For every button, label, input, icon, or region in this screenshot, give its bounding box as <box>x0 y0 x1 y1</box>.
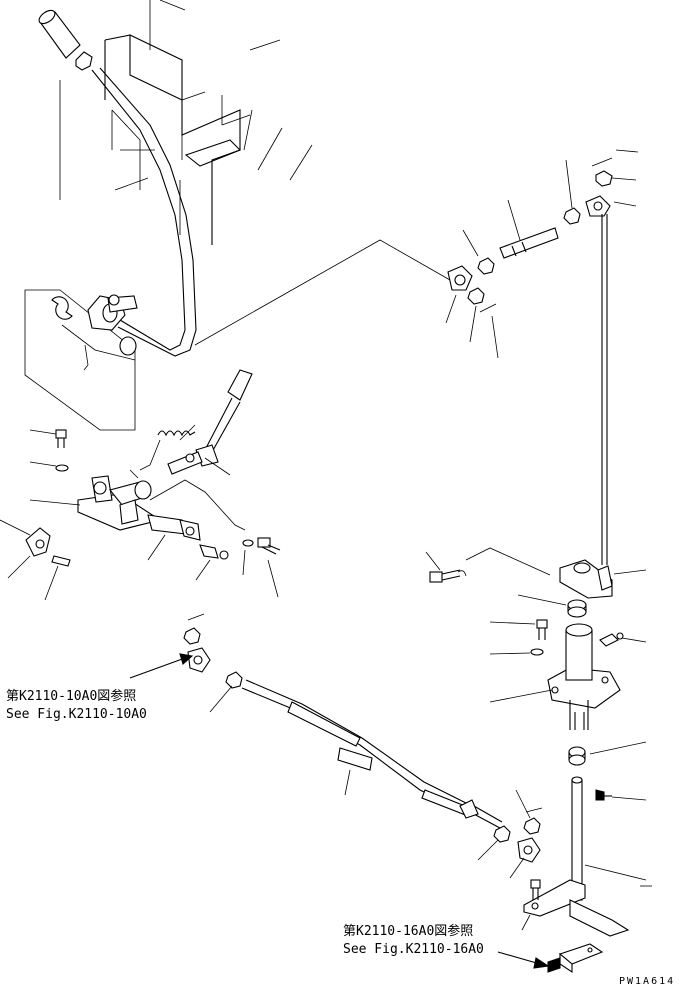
cable-nut-left <box>225 671 243 689</box>
leader-line-base <box>149 479 246 531</box>
pedal-housing <box>547 623 621 730</box>
washer-left <box>55 464 69 472</box>
cable-rod-end-left <box>187 647 211 673</box>
washer-small <box>457 570 467 577</box>
cylinder-pin <box>147 514 201 541</box>
pin-right <box>595 789 612 801</box>
bolt-left-1 <box>55 429 67 448</box>
bushing-small <box>567 599 587 618</box>
reference-2-en: See Fig.K2110-16A0 <box>343 942 484 957</box>
leader-line-right <box>465 547 551 576</box>
bolt-right-mid <box>536 619 548 640</box>
vertical-rod <box>601 214 608 565</box>
base-bracket-assembly <box>77 469 162 531</box>
reference-1-en: See Fig.K2110-10A0 <box>6 707 147 722</box>
spring <box>139 430 196 471</box>
hand-lever <box>167 369 253 475</box>
lever-knob <box>38 9 81 59</box>
reference-arrow-1 <box>129 653 194 679</box>
pedal-shaft <box>523 776 630 937</box>
lever-nut <box>75 51 93 71</box>
bushing-lower <box>568 746 586 766</box>
washer-right <box>530 648 544 656</box>
cable-nut-right <box>493 825 511 843</box>
grease-fitting <box>199 544 229 560</box>
bolt-left-2 <box>257 537 281 555</box>
rod-end-right <box>585 195 611 217</box>
nut-lower-upper <box>467 287 485 305</box>
washer-mid <box>242 539 254 547</box>
switch-bottom <box>547 943 604 974</box>
reference-2-jp: 第K2110-16A0図参照 <box>343 924 474 939</box>
clip-left <box>25 527 51 557</box>
nut-top <box>595 170 613 187</box>
pivot-pin <box>107 294 138 313</box>
nut-upper-1 <box>477 257 495 275</box>
turnbuckle <box>499 227 559 259</box>
cotter-pin-top <box>591 157 613 167</box>
cotter-pin-right <box>525 807 543 813</box>
bolt-right-lower <box>530 879 541 900</box>
control-lever <box>38 9 197 357</box>
cotter-pin-upper <box>479 303 497 313</box>
drawing-code: PW1A614 <box>619 976 676 987</box>
lever-arm-bracket <box>559 559 613 599</box>
reference-arrow-2 <box>497 951 550 969</box>
leader-line-rod <box>194 239 451 346</box>
pin-small <box>51 555 71 567</box>
rod-end-upper <box>447 265 473 291</box>
control-cable <box>241 679 503 829</box>
cab-frame <box>59 0 251 245</box>
nut-right-cable <box>523 817 541 835</box>
leader-lines <box>0 39 652 931</box>
reference-1-jp: 第K2110-10A0図参照 <box>6 689 137 704</box>
nut-left-top <box>183 627 201 645</box>
nut-upper-2 <box>563 207 581 225</box>
cable-rod-end-right <box>517 837 541 863</box>
cotter-pin-left <box>187 613 205 621</box>
bolt-right-upper <box>429 569 461 583</box>
grease-nipple-right <box>599 632 624 647</box>
